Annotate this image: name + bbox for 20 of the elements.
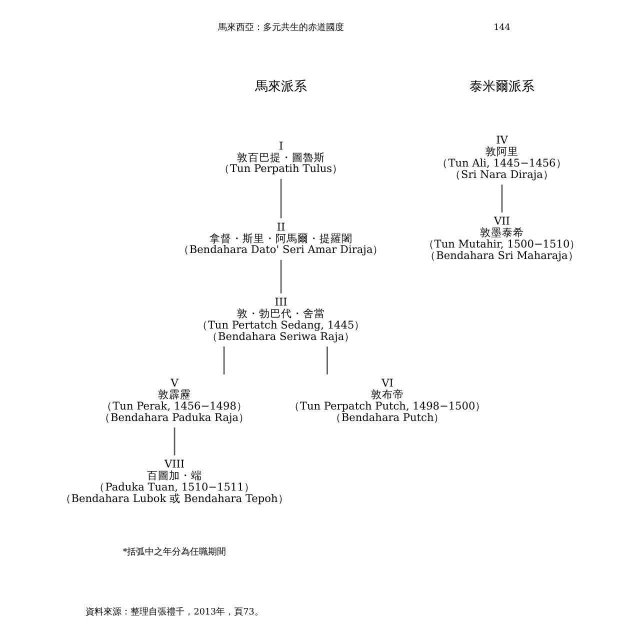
node-text: III 敦・勃巴代・舍當 （Tun Pertatch Sedang, 1445） （Bendahara Seriwa Raja） [196, 296, 366, 343]
label: *括弧中之年分為任職期間 [122, 548, 226, 558]
node-text: VII 敦墨泰希 （Tun Mutahir, 1500−1510） （Bendahara Sri Maharaja） [423, 216, 581, 262]
connector [223, 346, 225, 374]
node-text: VIII 百圖加・端 （Paduka Tuan, 1510−1511） （Bendahara Lubok 或 Bendahara Tepoh） [60, 458, 289, 505]
node-text: VI 敦布帝 （Tun Perpatch Putch, 1498−1500） （Bendahara Putch） [288, 378, 486, 424]
label: 資料來源：整理自張禮千，2013年，頁73。 [86, 607, 264, 618]
node-text: IV 敦阿里 （Tun Ali, 1445−1456） （Sri Nara Diraja） [437, 134, 567, 181]
connector [326, 346, 328, 374]
label: 泰米爾派系 [469, 80, 534, 95]
node-text: V 敦霹靂 （Tun Perak, 1456−1498） （Bendahara Paduka Raja） [99, 378, 250, 424]
connector [280, 178, 282, 218]
label: 馬來派系 [255, 80, 308, 95]
connector [501, 184, 503, 212]
node-text: I 敦百巴提・圖魯斯 （Tun Perpatih Tulus） [219, 140, 344, 176]
node-text: II 拿督・斯里・阿馬爾・提羅闍 （Bendahara Dato' Seri Amar Diraja） [178, 221, 384, 256]
label: 144 [494, 22, 510, 33]
label: 馬來西亞：多元共生的赤道國度 [218, 22, 344, 33]
connector [174, 428, 176, 456]
connector [280, 260, 282, 294]
